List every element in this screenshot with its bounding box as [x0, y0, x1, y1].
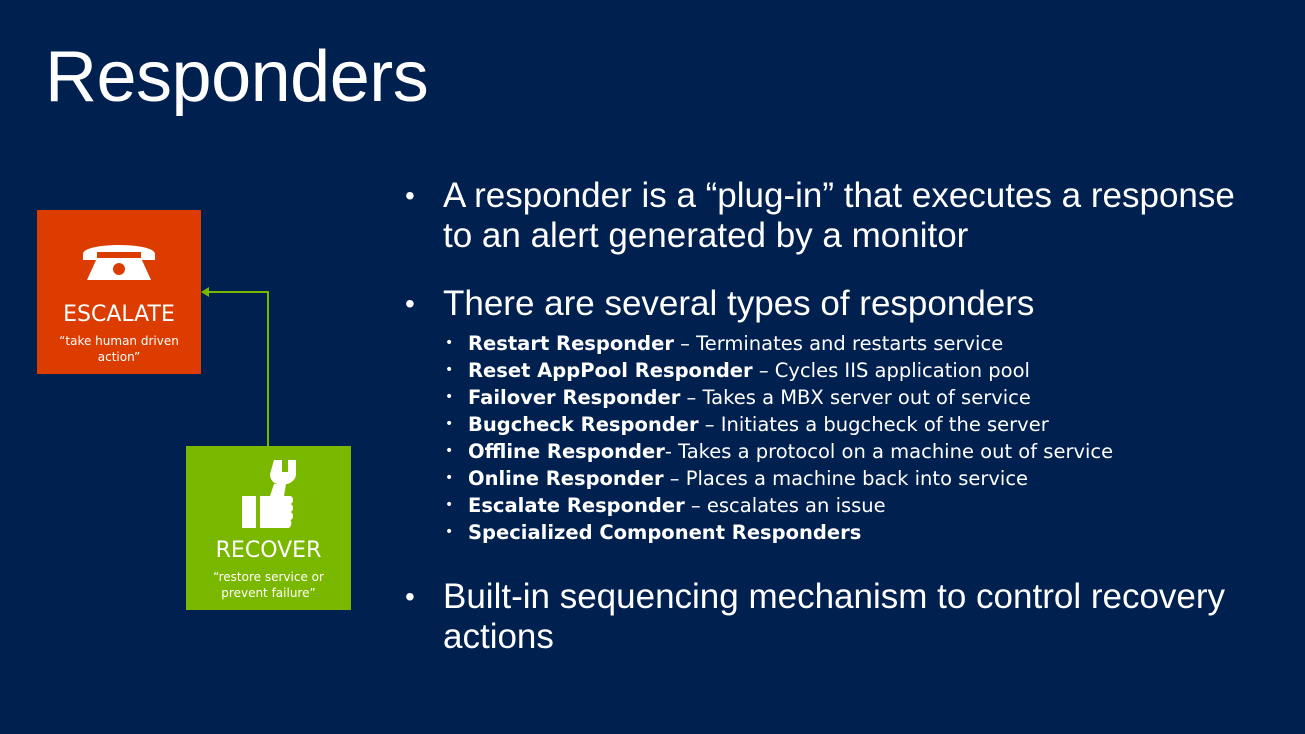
bullet-item: • There are several types of responders — [405, 284, 1265, 324]
escalate-description: “take human driven action” — [59, 334, 179, 364]
bullet-item: • A responder is a “plug-in” that execut… — [405, 176, 1265, 256]
bullet-text: There are several types of responders — [443, 284, 1035, 323]
responder-name: Online Responder — [468, 467, 664, 490]
bullet-text: A responder is a “plug-in” that executes… — [443, 176, 1235, 255]
list-item: •Reset AppPool Responder – Cycles IIS ap… — [445, 359, 1030, 382]
escalate-label: ESCALATE — [63, 302, 175, 327]
list-item: •Specialized Component Responders — [445, 521, 862, 544]
responder-desc: – Takes a MBX server out of service — [680, 386, 1031, 409]
responder-name: Offline Responder — [468, 440, 665, 463]
list-item: •Online Responder – Places a machine bac… — [445, 467, 1029, 490]
responder-desc: – Terminates and restarts service — [673, 332, 1004, 355]
telephone-icon — [37, 236, 201, 291]
slide-title: Responders — [45, 37, 429, 117]
responder-desc: - Takes a protocol on a machine out of s… — [664, 440, 1114, 463]
responder-desc: – Initiates a bugcheck of the server — [698, 413, 1049, 436]
list-item: •Escalate Responder – escalates an issue — [445, 494, 886, 517]
list-item: •Bugcheck Responder – Initiates a bugche… — [445, 413, 1049, 436]
bullet-dot: • — [405, 288, 415, 319]
recover-label: RECOVER — [215, 538, 322, 563]
list-item: •Restart Responder – Terminates and rest… — [445, 332, 1004, 355]
recover-description: “restore service or prevent failure” — [213, 570, 324, 600]
bullet-list: • A responder is a “plug-in” that execut… — [405, 176, 1265, 657]
list-item: •Failover Responder – Takes a MBX server… — [445, 386, 1031, 409]
responder-name: Reset AppPool Responder — [468, 359, 753, 382]
recover-tile: RECOVER “restore service or prevent fail… — [186, 446, 351, 610]
responder-desc: – escalates an issue — [684, 494, 886, 517]
list-item: •Offline Responder- Takes a protocol on … — [445, 440, 1114, 463]
responder-types-list: •Restart Responder – Terminates and rest… — [405, 330, 1265, 546]
responder-name: Restart Responder — [468, 332, 674, 355]
bullet-item: • Built-in sequencing mechanism to contr… — [405, 577, 1265, 657]
responder-name: Bugcheck Responder — [468, 413, 699, 436]
bullet-text: Built-in sequencing mechanism to control… — [443, 577, 1226, 656]
escalate-tile: ESCALATE “take human driven action” — [37, 210, 201, 374]
responder-name: Failover Responder — [468, 386, 681, 409]
responder-desc: – Cycles IIS application pool — [752, 359, 1030, 382]
responder-desc: – Places a machine back into service — [663, 467, 1029, 490]
responder-name: Escalate Responder — [468, 494, 685, 517]
responder-name: Specialized Component Responders — [468, 521, 862, 544]
bullet-dot: • — [405, 180, 415, 211]
wrench-thumbs-up-icon — [186, 456, 351, 537]
bullet-dot: • — [405, 581, 415, 612]
